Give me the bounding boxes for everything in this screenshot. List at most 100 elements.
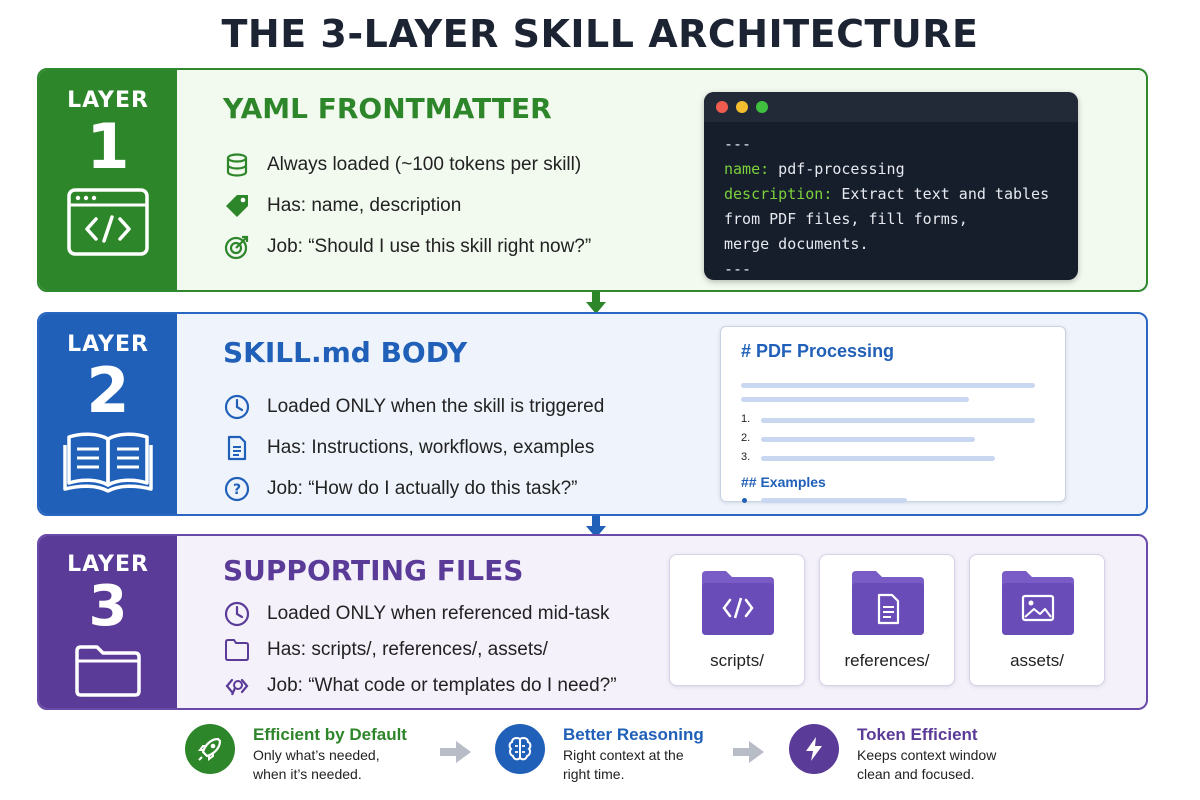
layer-1-content: YAML FRONTMATTER Always loaded (~100 tok… <box>177 70 1146 290</box>
layer-2-badge-label: LAYER <box>67 332 149 357</box>
lightning-icon <box>789 724 839 774</box>
doc-subheading: ## Examples <box>741 474 826 490</box>
text-line <box>741 383 1035 388</box>
layer-1-heading: YAML FRONTMATTER <box>223 92 552 125</box>
question-icon: ? <box>223 475 251 503</box>
folder-label: scripts/ <box>710 651 764 670</box>
layer-2-number: 2 <box>86 354 130 427</box>
layer-2-panel: LAYER 2 SKILL.md BODY Loaded ONLY when t… <box>37 312 1148 516</box>
arrow-down-icon <box>586 292 606 314</box>
folder-label: assets/ <box>1010 651 1064 670</box>
bullet-dot <box>742 498 747 503</box>
markdown-preview-card: # PDF Processing 1. 2. 3. ## Examples <box>720 326 1066 503</box>
layer-1-number: 1 <box>86 110 130 183</box>
folder-icon <box>73 643 143 704</box>
list-item: Job: “Should I use this skill right now?… <box>223 226 591 267</box>
benefit-description: right time. <box>563 766 625 782</box>
open-book-icon <box>63 431 153 498</box>
layer-1-badge-label: LAYER <box>67 88 149 113</box>
bullet-text: Has: Instructions, workflows, examples <box>267 436 595 458</box>
tag-icon <box>223 192 251 220</box>
text-line <box>761 418 1035 423</box>
code-line: merge documents. <box>724 235 869 253</box>
database-icon <box>223 151 251 179</box>
doc-heading: # PDF Processing <box>741 341 895 361</box>
image-folder-icon <box>1000 569 1076 642</box>
benefit-description: clean and focused. <box>857 766 975 782</box>
list-item: Has: scripts/, references/, assets/ <box>223 632 617 668</box>
text-line <box>741 397 969 402</box>
brain-icon <box>495 724 545 774</box>
bullet-text: Loaded ONLY when the skill is triggered <box>267 395 605 417</box>
benefit-title: Efficient by Default <box>253 725 407 744</box>
arrow-right-icon <box>440 741 471 763</box>
bullet-text: Has: name, description <box>267 194 462 216</box>
references-folder-card: references/ <box>819 554 955 686</box>
assets-folder-card: assets/ <box>969 554 1105 686</box>
layer-1-bullets: Always loaded (~100 tokens per skill) Ha… <box>223 144 591 267</box>
layer-3-number: 3 <box>88 574 128 639</box>
folder-icon <box>223 636 251 664</box>
code-search-icon <box>223 672 251 700</box>
layer-2-bullets: Loaded ONLY when the skill is triggered … <box>223 386 604 509</box>
list-number: 3. <box>741 451 751 463</box>
target-icon <box>223 233 251 261</box>
clock-icon <box>223 600 251 628</box>
list-item: Loaded ONLY when referenced mid-task <box>223 596 617 632</box>
benefit-description: Right context at the <box>563 747 684 763</box>
benefit-description: Keeps context window <box>857 747 997 763</box>
benefit-token: Token Efficient Keeps context window cle… <box>789 724 996 784</box>
arrow-down-icon <box>586 516 606 538</box>
maximize-dot-icon <box>756 101 768 113</box>
clock-icon <box>223 393 251 421</box>
bullet-text: Job: “How do I actually do this task?” <box>267 477 578 499</box>
document-icon <box>223 434 251 462</box>
document-folder-icon <box>850 569 926 642</box>
bullet-text: Job: “Should I use this skill right now?… <box>267 235 592 257</box>
list-item: ? Job: “How do I actually do this task?” <box>223 468 604 509</box>
layer-1-panel: LAYER 1 YAML FRONTMATTER Always loaded (… <box>37 68 1148 292</box>
list-number: 2. <box>741 432 751 444</box>
layer-3-badge-label: LAYER <box>67 552 149 577</box>
text-line <box>761 498 907 503</box>
code-line: --- <box>724 260 752 278</box>
layer-3-bullets: Loaded ONLY when referenced mid-task Has… <box>223 596 617 704</box>
bullet-text: Job: “What code or templates do I need?” <box>267 675 617 696</box>
code-line: from PDF files, fill forms, <box>724 210 968 228</box>
code-line: --- <box>724 135 752 153</box>
layer-3-panel: LAYER 3 SUPPORTING FILES Loaded ONLY whe… <box>37 534 1148 710</box>
text-line <box>761 437 975 442</box>
layer-2-heading: SKILL.md BODY <box>223 336 468 369</box>
bullet-text: Loaded ONLY when referenced mid-task <box>267 603 610 624</box>
code-window-icon <box>66 187 150 262</box>
list-item: Has: name, description <box>223 185 591 226</box>
benefit-reasoning: Better Reasoning Right context at the ri… <box>495 724 704 784</box>
scripts-folder-card: scripts/ <box>669 554 805 686</box>
layer-3-badge: LAYER 3 <box>39 536 177 708</box>
svg-text:?: ? <box>233 482 241 498</box>
list-item: Has: Instructions, workflows, examples <box>223 427 604 468</box>
layer-1-badge: LAYER 1 <box>39 70 177 290</box>
minimize-dot-icon <box>736 101 748 113</box>
code-line: description: Extract text and tables <box>724 185 1050 203</box>
code-window: --- name: pdf-processing description: Ex… <box>704 92 1078 280</box>
list-item: Loaded ONLY when the skill is triggered <box>223 386 604 427</box>
text-line <box>761 456 995 461</box>
bullet-text: Always loaded (~100 tokens per skill) <box>267 153 582 175</box>
benefit-description: Only what’s needed, <box>253 747 380 763</box>
folder-label: references/ <box>844 651 930 670</box>
code-line: name: pdf-processing <box>724 160 905 178</box>
layer-3-heading: SUPPORTING FILES <box>223 554 524 587</box>
code-window-titlebar <box>704 92 1078 122</box>
benefit-description: when it’s needed. <box>253 766 362 782</box>
code-folder-icon <box>700 569 776 642</box>
rocket-icon <box>185 724 235 774</box>
arrow-right-icon <box>733 741 764 763</box>
page-title: THE 3-LAYER SKILL ARCHITECTURE <box>221 12 979 56</box>
close-dot-icon <box>716 101 728 113</box>
list-item: Job: “What code or templates do I need?” <box>223 668 617 704</box>
code-body: --- name: pdf-processing description: Ex… <box>704 122 1078 280</box>
list-item: Always loaded (~100 tokens per skill) <box>223 144 591 185</box>
layer-2-badge: LAYER 2 <box>39 314 177 514</box>
benefit-title: Token Efficient <box>857 725 978 744</box>
